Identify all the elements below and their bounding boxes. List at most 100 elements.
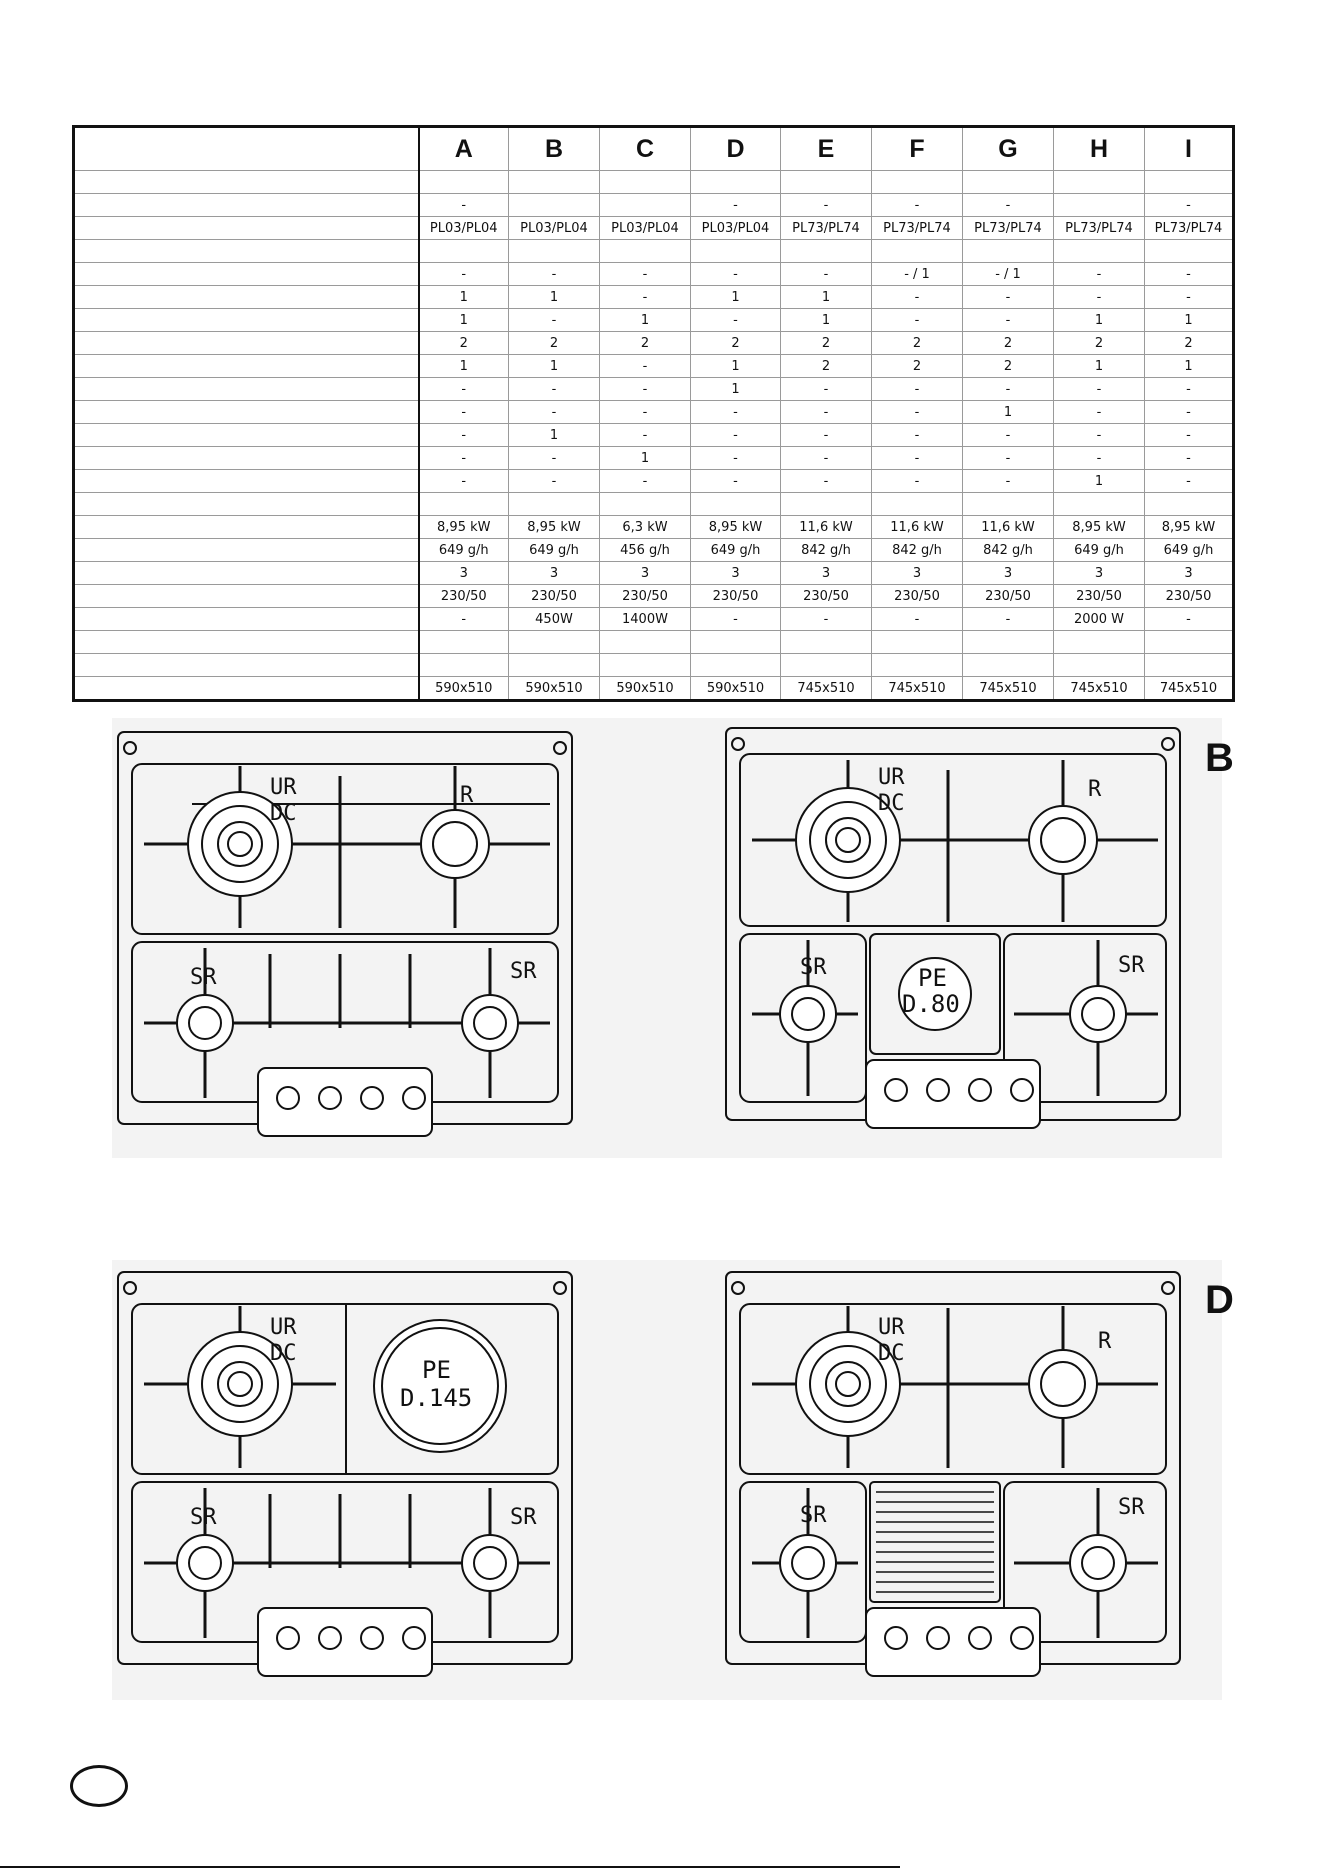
burner-label-sr-right: SR bbox=[1118, 1495, 1145, 1520]
table-cell bbox=[780, 492, 872, 516]
table-cell: 1 bbox=[690, 285, 781, 309]
table-cell: - bbox=[1144, 607, 1234, 631]
table-cell: 230/50 bbox=[962, 584, 1054, 608]
burner-label-r: R bbox=[460, 783, 474, 808]
table-cell: 2 bbox=[508, 331, 600, 355]
row-label-cell bbox=[73, 377, 419, 401]
table-cell: - bbox=[690, 308, 781, 332]
table-cell: 1 bbox=[508, 285, 600, 309]
table-cell: 456 g/h bbox=[599, 538, 691, 562]
table-cell bbox=[871, 170, 963, 194]
footer-rule bbox=[0, 1866, 900, 1868]
table-cell: PL73/PL74 bbox=[780, 216, 872, 240]
table-cell: 590x510 bbox=[690, 676, 781, 701]
table-cell: 230/50 bbox=[599, 584, 691, 608]
row-label-cell bbox=[73, 308, 419, 332]
table-cell: - bbox=[417, 193, 509, 217]
table-cell: 649 g/h bbox=[1144, 538, 1234, 562]
burner-label-ur: UR bbox=[878, 765, 905, 790]
table-cell: 6,3 kW bbox=[599, 515, 691, 539]
table-cell bbox=[599, 239, 691, 263]
table-cell bbox=[1053, 239, 1145, 263]
table-cell: 3 bbox=[417, 561, 509, 585]
table-cell bbox=[871, 492, 963, 516]
table-row bbox=[73, 170, 1234, 194]
table-cell: - bbox=[599, 423, 691, 447]
table-cell bbox=[962, 492, 1054, 516]
table-cell bbox=[871, 630, 963, 654]
table-cell: - bbox=[1053, 377, 1145, 401]
table-cell: - bbox=[1144, 446, 1234, 470]
hob-drawing-top-right: UR DC R SR SR PE D.80 bbox=[718, 724, 1188, 1144]
table-cell: - bbox=[599, 400, 691, 424]
table-cell bbox=[508, 170, 600, 194]
table-cell bbox=[962, 170, 1054, 194]
hob-drawing-top-left: UR DC R SR SR bbox=[110, 728, 580, 1148]
burner-label-sr-left: SR bbox=[190, 965, 217, 990]
hotplate-label-type: PE bbox=[422, 1356, 451, 1384]
table-cell: - bbox=[962, 285, 1054, 309]
table-cell: 590x510 bbox=[508, 676, 600, 701]
table-cell: - bbox=[690, 423, 781, 447]
table-cell: - bbox=[871, 469, 963, 493]
table-cell bbox=[690, 239, 781, 263]
table-cell bbox=[1053, 630, 1145, 654]
table-cell: - bbox=[508, 377, 600, 401]
table-cell: - bbox=[508, 469, 600, 493]
burner-label-r: R bbox=[1098, 1329, 1112, 1354]
table-cell: - bbox=[417, 400, 509, 424]
table-cell: 3 bbox=[690, 561, 781, 585]
table-cell: - bbox=[508, 446, 600, 470]
row-label-cell bbox=[73, 400, 419, 424]
column-header: H bbox=[1053, 126, 1145, 171]
row-label-cell bbox=[73, 262, 419, 286]
table-cell: 450W bbox=[508, 607, 600, 631]
table-cell: 2 bbox=[780, 354, 872, 378]
table-cell: - bbox=[962, 193, 1054, 217]
table-cell: - bbox=[871, 400, 963, 424]
table-cell: 3 bbox=[1144, 561, 1234, 585]
burner-label-sr-right: SR bbox=[510, 1505, 537, 1530]
row-label-cell bbox=[73, 515, 419, 539]
table-cell: - bbox=[962, 377, 1054, 401]
table-cell: 649 g/h bbox=[690, 538, 781, 562]
table-cell: - bbox=[1053, 423, 1145, 447]
table-cell bbox=[599, 193, 691, 217]
table-cell: - bbox=[599, 285, 691, 309]
hotplate-label-diameter: D.80 bbox=[902, 990, 960, 1018]
row-label-cell bbox=[73, 492, 419, 516]
row-label-cell bbox=[73, 170, 419, 194]
burner-label-sr-left: SR bbox=[800, 1503, 827, 1528]
table-cell bbox=[1053, 193, 1145, 217]
burner-label-r: R bbox=[1088, 777, 1102, 802]
table-cell: - bbox=[871, 308, 963, 332]
table-cell: 1 bbox=[690, 354, 781, 378]
table-cell: 1 bbox=[780, 285, 872, 309]
column-header: G bbox=[962, 126, 1054, 171]
burner-label-ur: UR bbox=[270, 775, 297, 800]
table-cell: 3 bbox=[871, 561, 963, 585]
table-row bbox=[73, 653, 1234, 677]
table-cell: - / 1 bbox=[962, 262, 1054, 286]
table-cell: - bbox=[417, 262, 509, 286]
table-cell: 2 bbox=[417, 331, 509, 355]
table-cell: 590x510 bbox=[599, 676, 691, 701]
table-cell: - bbox=[417, 469, 509, 493]
table-cell: 1 bbox=[780, 308, 872, 332]
table-cell: - bbox=[1053, 446, 1145, 470]
table-cell bbox=[508, 630, 600, 654]
table-cell: - bbox=[690, 193, 781, 217]
column-header: B bbox=[508, 126, 600, 171]
table-cell: - bbox=[962, 607, 1054, 631]
table-cell: - bbox=[1144, 423, 1234, 447]
table-cell: - bbox=[871, 285, 963, 309]
table-cell: - bbox=[871, 423, 963, 447]
table-cell: - bbox=[780, 423, 872, 447]
